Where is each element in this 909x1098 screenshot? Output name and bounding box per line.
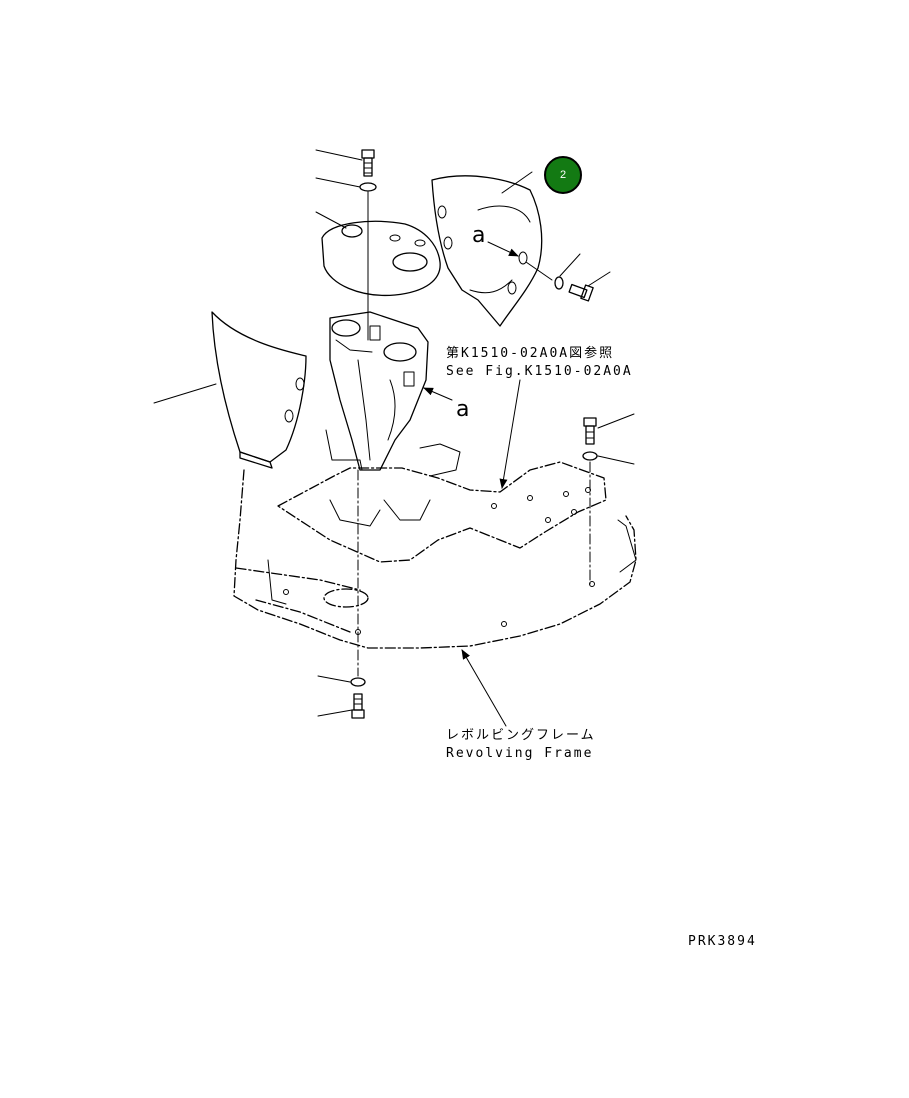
upper-plate xyxy=(321,220,441,297)
revolving-frame-label-en: Revolving Frame xyxy=(446,746,594,761)
leader-top-washer xyxy=(315,177,361,188)
floor-plate xyxy=(277,429,607,563)
revolving-frame-label-jp: レボルビングフレーム xyxy=(446,728,596,743)
leader-bottom-washer xyxy=(317,675,351,683)
bottom-bolt xyxy=(351,693,365,719)
right-bolt xyxy=(568,283,594,302)
bolt-axis-right xyxy=(525,261,553,281)
leader-top-bolt xyxy=(315,149,363,161)
see-fig-note-jp: 第K1510-02A0A図参照 xyxy=(446,346,615,361)
right-vertical-washer xyxy=(582,451,598,461)
leader-right-washer xyxy=(559,253,581,277)
leader-right-vertical-washer xyxy=(597,455,635,465)
right-washer xyxy=(554,276,564,290)
revolving-frame xyxy=(233,469,637,649)
drawing-number: PRK3894 xyxy=(688,934,757,949)
top-bolt xyxy=(361,149,375,177)
leader-callout-2 xyxy=(501,171,533,194)
callout-number-badge[interactable]: 2 xyxy=(544,156,582,194)
leader-left-cover xyxy=(153,383,217,404)
leader-revolving-frame xyxy=(461,649,507,727)
leader-see-fig xyxy=(499,379,521,489)
column-bracket xyxy=(329,311,429,471)
leader-right-vertical-bolt xyxy=(597,413,635,429)
left-cover-part xyxy=(211,311,307,469)
view-marker-lower: a xyxy=(456,397,470,422)
leader-bottom-bolt xyxy=(317,709,353,717)
arrow-view-a-upper xyxy=(487,241,519,257)
see-fig-note-en: See Fig.K1510-02A0A xyxy=(446,364,633,379)
top-washer xyxy=(359,182,377,192)
bottom-washer xyxy=(350,677,366,687)
right-vertical-bolt xyxy=(583,417,597,445)
leader-upper-plate xyxy=(315,211,347,229)
arrow-view-a-lower xyxy=(423,387,453,401)
right-cover-part xyxy=(431,175,543,327)
leader-right-bolt xyxy=(587,271,611,287)
view-marker-upper: a xyxy=(472,223,486,248)
